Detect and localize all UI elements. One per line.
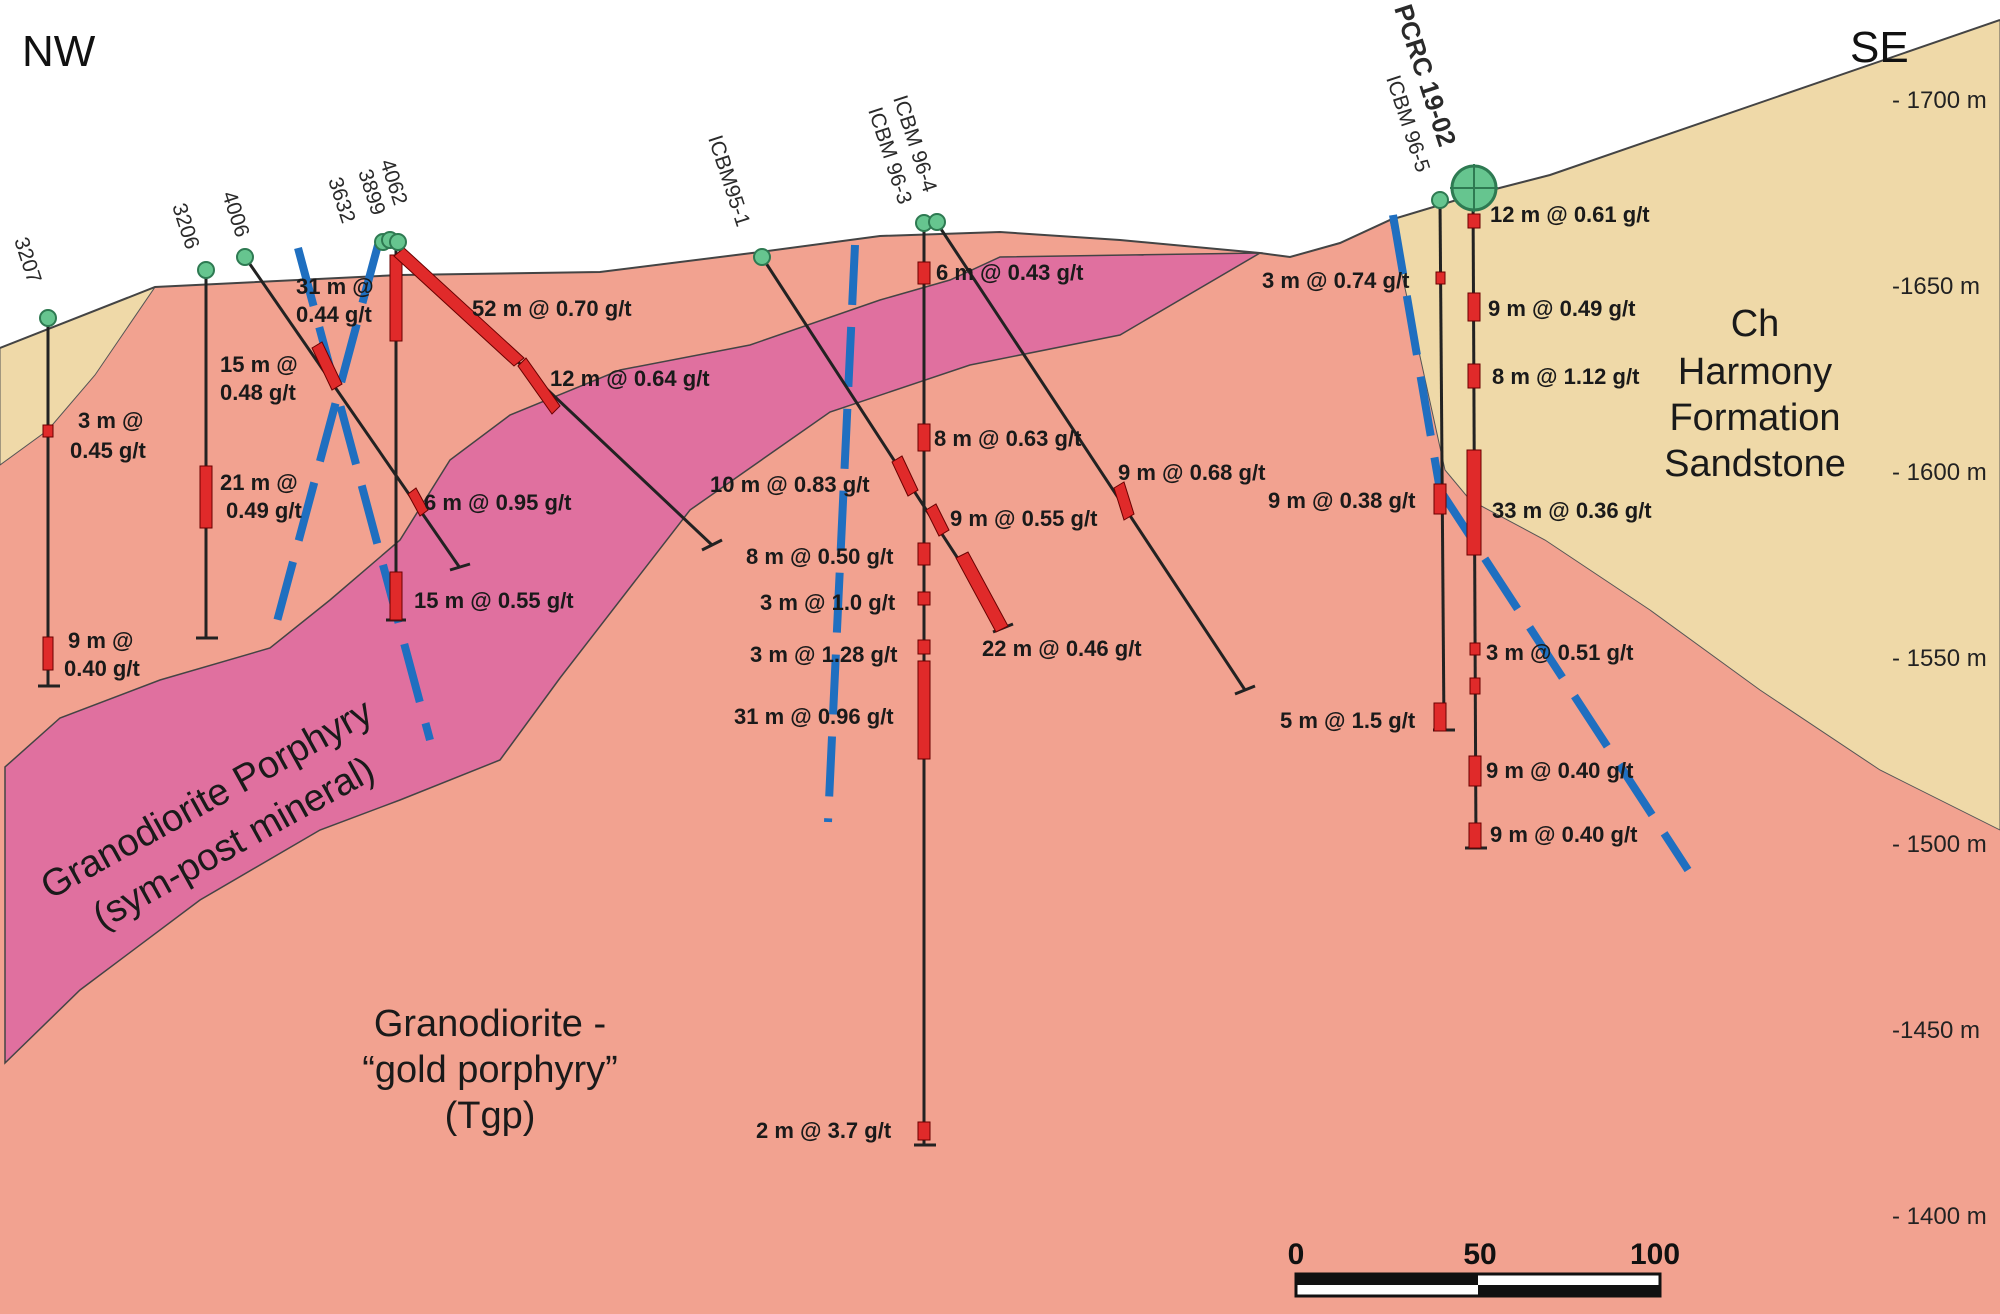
intercept-label: 3 m @ 0.74 g/t bbox=[1262, 268, 1410, 293]
intercept-label: 8 m @ 0.63 g/t bbox=[934, 426, 1082, 451]
intercept-label: 33 m @ 0.36 g/t bbox=[1492, 498, 1652, 523]
unit-label-tgp-2: “gold porphyry” bbox=[362, 1049, 618, 1091]
porphyry-unit bbox=[4, 252, 1263, 1065]
intercept-label: 9 m @ 0.40 g/t bbox=[1490, 822, 1638, 847]
intercept-label: 31 m @ 0.96 g/t bbox=[734, 704, 894, 729]
collar-icbm95-1 bbox=[753, 248, 771, 266]
unit-label-sandstone-3: Formation bbox=[1669, 397, 1840, 439]
intercept-label: 31 m @ bbox=[296, 274, 374, 299]
elevation-1700: - 1700 m bbox=[1892, 87, 1987, 114]
intercept-label: 21 m @ bbox=[220, 470, 298, 495]
direction-se: SE bbox=[1850, 23, 1909, 72]
intercept-label: 8 m @ 1.12 g/t bbox=[1492, 364, 1640, 389]
intercept-label: 9 m @ 0.38 g/t bbox=[1268, 488, 1416, 513]
intercept-label: 9 m @ 0.55 g/t bbox=[950, 506, 1098, 531]
collar-icbm96-5 bbox=[1431, 191, 1449, 209]
intercept-label: 15 m @ 0.55 g/t bbox=[414, 588, 574, 613]
intercept-label: 9 m @ 0.68 g/t bbox=[1118, 460, 1266, 485]
fault-3 bbox=[824, 244, 859, 823]
collars bbox=[39, 191, 1449, 327]
fault-2 bbox=[268, 243, 382, 642]
intercept-label: 0.45 g/t bbox=[70, 438, 146, 463]
intercept-label: 52 m @ 0.70 g/t bbox=[472, 296, 632, 321]
intercept-label: 9 m @ 0.49 g/t bbox=[1488, 296, 1636, 321]
collar-3206 bbox=[197, 261, 215, 279]
intercept-label: 15 m @ bbox=[220, 352, 298, 377]
elevation-1550: - 1550 m bbox=[1892, 645, 1987, 672]
collar-icbm96-4 bbox=[928, 213, 946, 231]
elevation-1650: -1650 m bbox=[1892, 273, 1980, 300]
intercept-label: 12 m @ 0.64 g/t bbox=[550, 366, 710, 391]
unit-label-tgp-3: (Tgp) bbox=[445, 1095, 536, 1137]
trace-icbm96-4 bbox=[935, 222, 1247, 691]
intercept-label: 6 m @ 0.95 g/t bbox=[424, 490, 572, 515]
intercept-label: 12 m @ 0.61 g/t bbox=[1490, 202, 1650, 227]
intercept-label: 5 m @ 1.5 g/t bbox=[1280, 708, 1416, 733]
intercept-label: 2 m @ 3.7 g/t bbox=[756, 1118, 892, 1143]
unit-label-tgp-1: Granodiorite - bbox=[374, 1003, 606, 1045]
intercept-label: 0.44 g/t bbox=[296, 302, 372, 327]
faults bbox=[268, 214, 1692, 873]
intercept-label: 3 m @ 1.0 g/t bbox=[760, 590, 896, 615]
collar-pcrc19-02 bbox=[1450, 164, 1498, 212]
intercept-label: 22 m @ 0.46 g/t bbox=[982, 636, 1142, 661]
intercept-label: 9 m @ 0.40 g/t bbox=[1486, 758, 1634, 783]
scale-label-0: 0 bbox=[1288, 1238, 1305, 1271]
unit-label-sandstone-2: Harmony bbox=[1678, 351, 1832, 393]
unit-label-sandstone-1: Ch bbox=[1731, 303, 1780, 345]
scale-label-100: 100 bbox=[1630, 1238, 1680, 1271]
trace-icbm96-5 bbox=[1438, 199, 1446, 731]
trace-4006 bbox=[243, 256, 462, 569]
intercept-label: 9 m @ bbox=[68, 628, 133, 653]
assay-intervals bbox=[42, 213, 1482, 1141]
unit-label-sandstone-4: Sandstone bbox=[1664, 443, 1846, 485]
drill-holes bbox=[46, 189, 1478, 1145]
elevation-1400: - 1400 m bbox=[1892, 1203, 1987, 1230]
collar-3207 bbox=[39, 309, 57, 327]
elevation-1450: -1450 m bbox=[1892, 1017, 1980, 1044]
fault-1 bbox=[294, 246, 434, 742]
intercept-label: 8 m @ 0.50 g/t bbox=[746, 544, 894, 569]
elevation-1500: - 1500 m bbox=[1892, 831, 1987, 858]
intercept-label: 10 m @ 0.83 g/t bbox=[710, 472, 870, 497]
intercept-label: 6 m @ 0.43 g/t bbox=[936, 260, 1084, 285]
intercept-label: 3 m @ 0.51 g/t bbox=[1486, 640, 1634, 665]
scale-label-50: 50 bbox=[1463, 1238, 1496, 1271]
collar-4006 bbox=[236, 248, 254, 266]
elevation-1600: - 1600 m bbox=[1892, 459, 1987, 486]
fault-5 bbox=[1436, 487, 1692, 873]
collar-4062 bbox=[389, 233, 407, 251]
scale-bar: 0 50 100 bbox=[1288, 1238, 1680, 1298]
topography-line bbox=[0, 19, 2000, 349]
intercept-label: 3 m @ bbox=[78, 408, 143, 433]
intercept-label: 3 m @ 1.28 g/t bbox=[750, 642, 898, 667]
fault-4 bbox=[1389, 214, 1444, 491]
intercept-label: 0.49 g/t bbox=[226, 498, 302, 523]
intercept-label: 0.48 g/t bbox=[220, 380, 296, 405]
direction-nw: NW bbox=[22, 27, 96, 76]
intercept-label: 0.40 g/t bbox=[64, 656, 140, 681]
